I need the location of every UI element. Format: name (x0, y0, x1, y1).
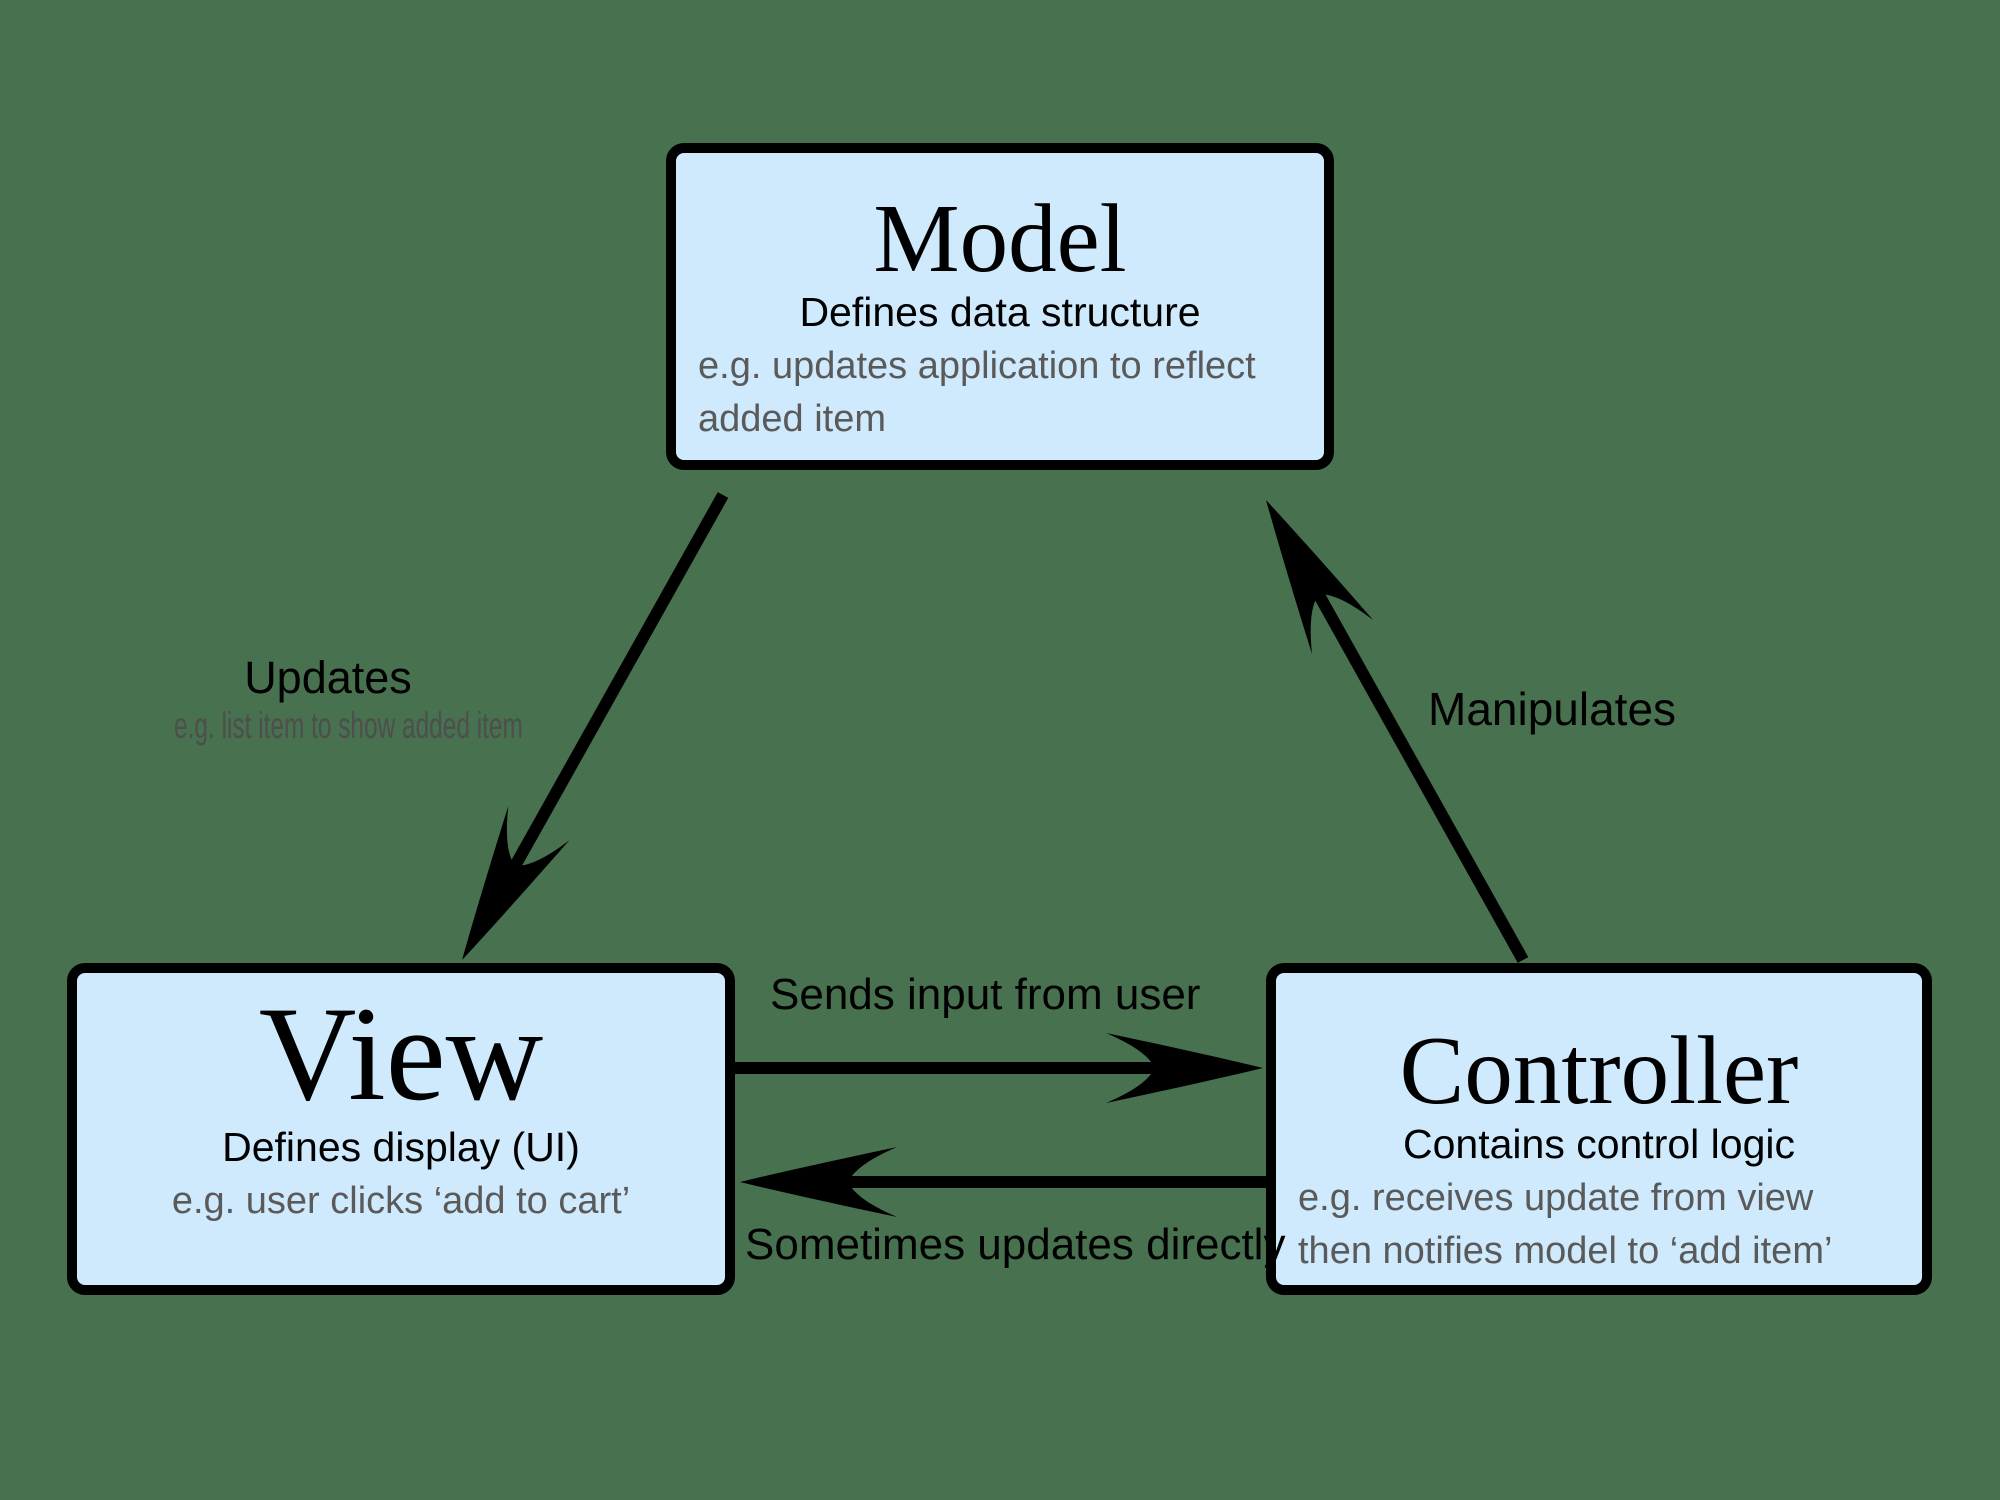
model-example-line1: e.g. updates application to reflect (698, 345, 1256, 388)
sends-input-label: Sends input from user (770, 970, 1201, 1019)
arrow-controller-to-model-line (1304, 576, 1529, 963)
manipulates-label: Manipulates (1428, 683, 1677, 735)
model-subtitle: Defines data structure (799, 289, 1201, 335)
arrowhead-model-to-view (431, 805, 570, 978)
model-box: Model Defines data structure e.g. update… (666, 143, 1334, 470)
controller-title: Controller (1399, 1017, 1799, 1124)
arrow-model-to-view-line (500, 492, 729, 885)
view-title: View (258, 980, 544, 1129)
arrowhead-controller-to-model (1235, 482, 1374, 655)
controller-subtitle: Contains control logic (1403, 1121, 1795, 1167)
controller-example-line1: e.g. receives update from view (1298, 1177, 1814, 1220)
controller-example: e.g. receives update from view then noti… (1276, 1172, 1922, 1277)
view-subtitle: Defines display (UI) (222, 1124, 580, 1170)
model-example: e.g. updates application to reflect adde… (676, 340, 1324, 445)
controller-example-line2: then notifies model to ‘add item’ (1298, 1229, 1833, 1272)
sometimes-updates-label: Sometimes updates directly (745, 1220, 1286, 1269)
model-title: Model (873, 185, 1127, 292)
model-example-line2: added item (698, 397, 887, 440)
controller-box: Controller Contains control logic e.g. r… (1266, 963, 1932, 1295)
view-box: View Defines display (UI) e.g. user clic… (67, 963, 735, 1295)
updates-label: Updates (244, 652, 412, 703)
view-example-line1: e.g. user clicks ‘add to cart’ (171, 1180, 631, 1223)
view-example: e.g. user clicks ‘add to cart’ (77, 1175, 725, 1227)
updates-sublabel: e.g. list item to show added item (174, 705, 523, 746)
